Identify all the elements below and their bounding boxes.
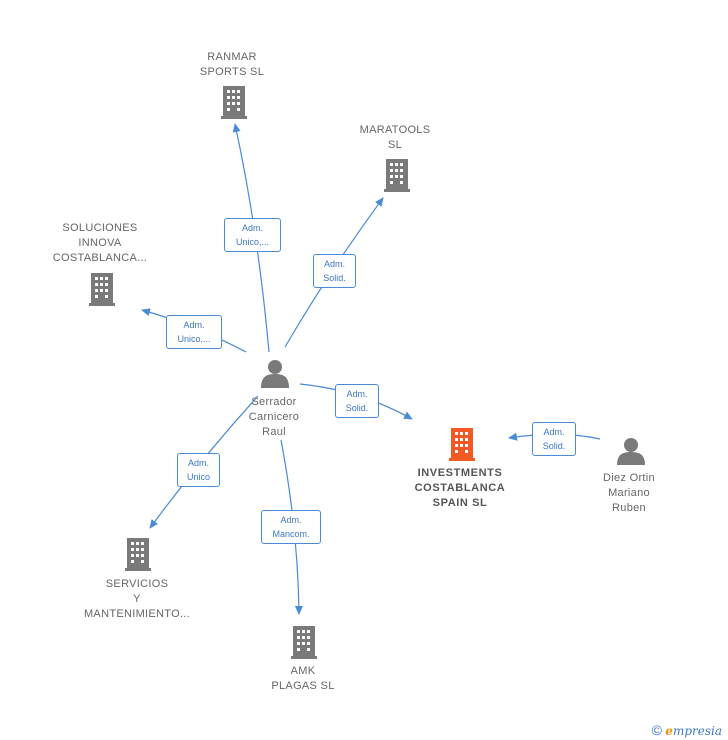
footer-brand: © empresia — [652, 722, 722, 738]
edge-label-amk: Adm. Mancom. — [261, 510, 321, 544]
copyright-symbol: © — [651, 722, 662, 738]
edge-label-soluciones: Adm. Unico,... — [166, 315, 222, 349]
node-label-serrador[interactable]: Serrador Carnicero Raul — [248, 396, 300, 438]
edge-label-servicios: Adm. Unico — [177, 453, 220, 487]
building-icon-main — [449, 428, 475, 461]
edge-label-maratools: Adm. Solid. — [313, 254, 356, 288]
building-icon — [221, 86, 247, 119]
node-label-maratools[interactable]: MARATOOLS SL — [359, 124, 431, 151]
empresia-logo: empresia — [665, 724, 722, 738]
building-icon — [291, 626, 317, 659]
node-label-diez[interactable]: Diez Ortin Mariano Ruben — [603, 472, 655, 514]
edge-label-diez: Adm. Solid. — [532, 422, 576, 456]
building-icon — [89, 273, 115, 306]
person-icon — [617, 438, 645, 465]
building-icon — [384, 159, 410, 192]
edge-label-ranmar: Adm. Unico,... — [224, 218, 281, 252]
node-label-amk[interactable]: AMK PLAGAS SL — [271, 665, 335, 692]
node-label-soluciones[interactable]: SOLUCIONES INNOVA COSTABLANCA... — [52, 222, 148, 264]
edge-label-investments: Adm. Solid. — [335, 384, 379, 418]
node-label-servicios[interactable]: SERVICIOS Y MANTENIMIENTO... — [83, 578, 191, 620]
node-label-ranmar[interactable]: RANMAR SPORTS SL — [199, 51, 265, 78]
person-icon — [261, 360, 289, 388]
node-label-investments[interactable]: INVESTMENTS COSTABLANCA SPAIN SL — [414, 467, 506, 509]
building-icon — [125, 538, 151, 571]
